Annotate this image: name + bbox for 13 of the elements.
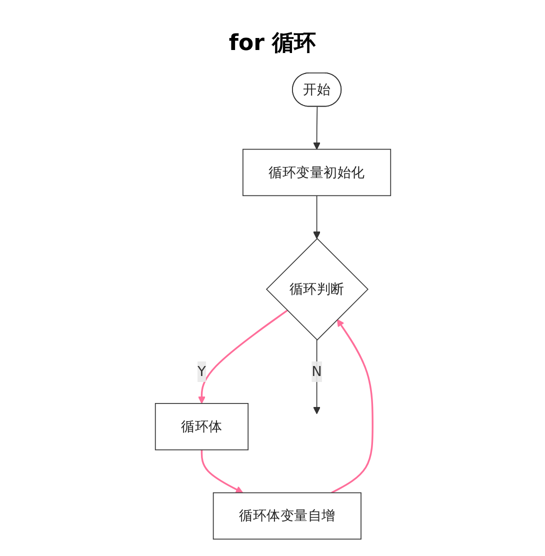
arrow [312,340,320,414]
node-box: 循环变量初始化 [242,148,391,196]
arrow [330,319,373,494]
edge-label: Y [197,363,206,380]
node-box: 循环体 [154,403,248,450]
diagram-title: for 循环 [228,30,318,58]
arrow [312,106,320,150]
arrow [200,450,243,494]
node-diamond: 循环判断 [265,238,368,341]
arrow [197,310,288,404]
edge-label: N [311,363,322,380]
node-box: 循环体变量自增 [212,492,361,540]
arrow [312,195,320,239]
